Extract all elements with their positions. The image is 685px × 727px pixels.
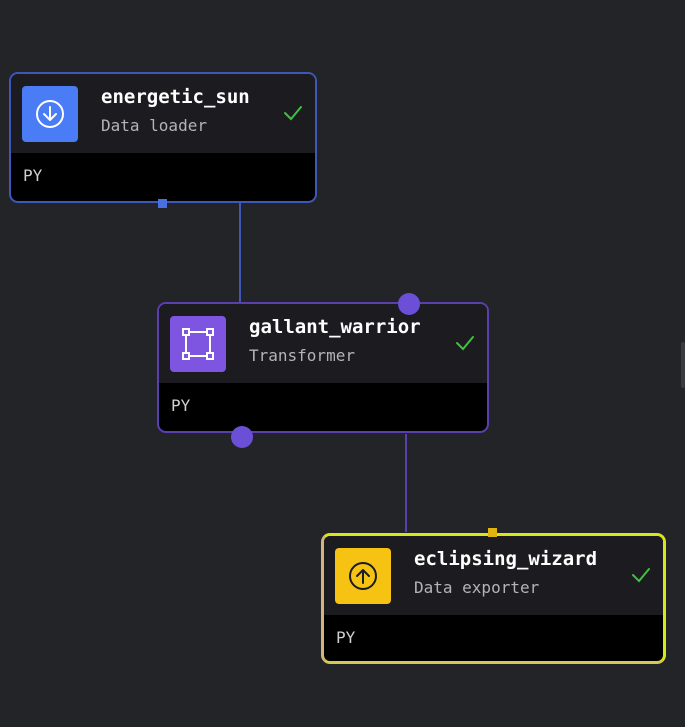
transform-square-icon bbox=[182, 328, 214, 360]
check-icon bbox=[632, 568, 650, 583]
input-port-eclipsing-wizard[interactable] bbox=[488, 528, 497, 537]
node-language-label: PY bbox=[171, 396, 191, 415]
node-title: gallant_warrior bbox=[249, 316, 421, 338]
node-title: eclipsing_wizard bbox=[414, 548, 598, 570]
check-icon bbox=[456, 336, 474, 351]
node-header: eclipsing_wizard Data exporter bbox=[324, 536, 663, 615]
canvas-scrollbar[interactable] bbox=[681, 342, 685, 388]
node-type-label: Data loader bbox=[101, 116, 207, 135]
block-node-gallant-warrior[interactable]: gallant_warrior Transformer PY bbox=[157, 302, 489, 433]
check-icon bbox=[284, 106, 302, 121]
download-icon bbox=[36, 100, 64, 128]
data-loader-icon-tile bbox=[22, 86, 78, 142]
node-header: energetic_sun Data loader bbox=[11, 74, 315, 153]
node-type-label: Data exporter bbox=[414, 578, 540, 597]
node-language-label: PY bbox=[336, 628, 356, 647]
data-exporter-icon-tile bbox=[335, 548, 391, 604]
node-header: gallant_warrior Transformer bbox=[159, 304, 487, 383]
output-port-gallant-warrior[interactable] bbox=[231, 426, 253, 448]
node-title: energetic_sun bbox=[101, 86, 250, 108]
node-language-label: PY bbox=[23, 166, 43, 185]
input-port-gallant-warrior[interactable] bbox=[398, 293, 420, 315]
block-node-eclipsing-wizard[interactable]: eclipsing_wizard Data exporter PY bbox=[321, 533, 666, 664]
output-port-energetic-sun[interactable] bbox=[158, 199, 167, 208]
node-type-label: Transformer bbox=[249, 346, 355, 365]
upload-icon bbox=[349, 562, 377, 590]
transformer-icon-tile bbox=[170, 316, 226, 372]
block-node-energetic-sun[interactable]: energetic_sun Data loader PY bbox=[9, 72, 317, 203]
